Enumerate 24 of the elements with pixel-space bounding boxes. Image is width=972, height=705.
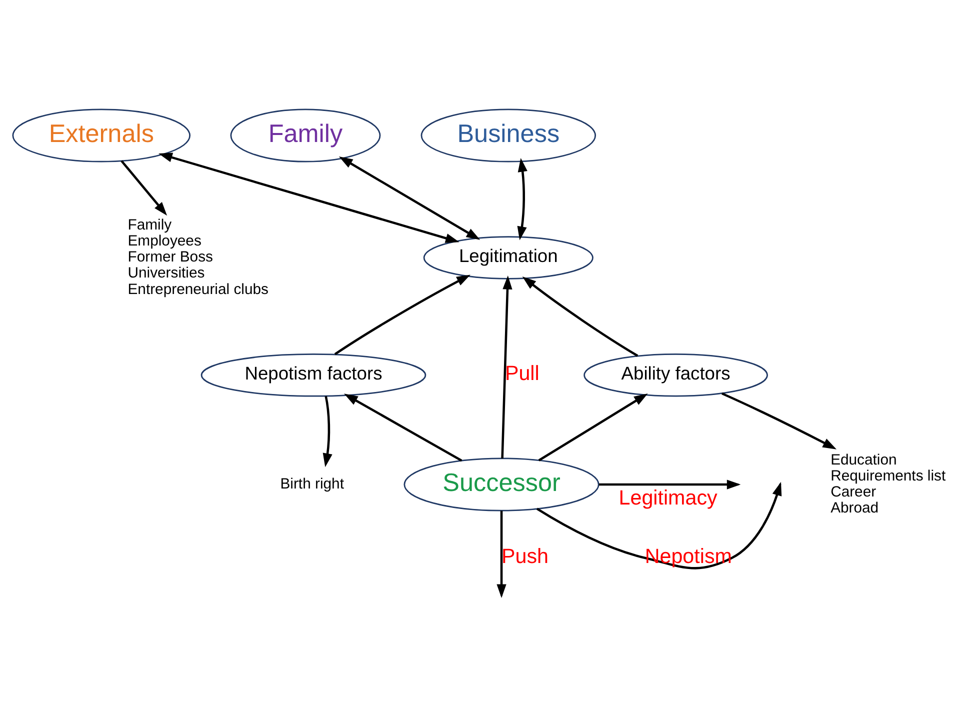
arrow <box>322 396 332 468</box>
edge-label: Legitimacy <box>618 486 718 510</box>
edge-label: Nepotism <box>644 544 732 568</box>
arrow <box>538 394 648 462</box>
edge-label: Pull <box>504 362 540 386</box>
arrow <box>338 156 480 240</box>
node-text: Education Requirements list Career Abroad <box>830 452 946 516</box>
edge-label: Push <box>502 544 549 568</box>
node-text: Birth right <box>280 476 344 492</box>
node-ellipse: Family <box>230 108 381 162</box>
arrow <box>517 158 528 240</box>
arrow <box>501 276 512 459</box>
arrow <box>120 160 168 216</box>
node-ellipse: Business <box>420 108 596 162</box>
node-ellipse: Ability factors <box>584 354 768 397</box>
node-ellipse: Nepotism factors <box>200 354 426 397</box>
arrow <box>344 394 462 462</box>
node-ellipse: Successor <box>404 458 600 512</box>
node-text: Family Employees Former Boss Universities Entrepreneurial clubs <box>128 218 268 298</box>
arrow <box>334 274 470 356</box>
arrow <box>722 392 837 450</box>
arrow <box>522 276 638 357</box>
node-ellipse: Legitimation <box>423 236 594 280</box>
arrow <box>158 152 460 243</box>
